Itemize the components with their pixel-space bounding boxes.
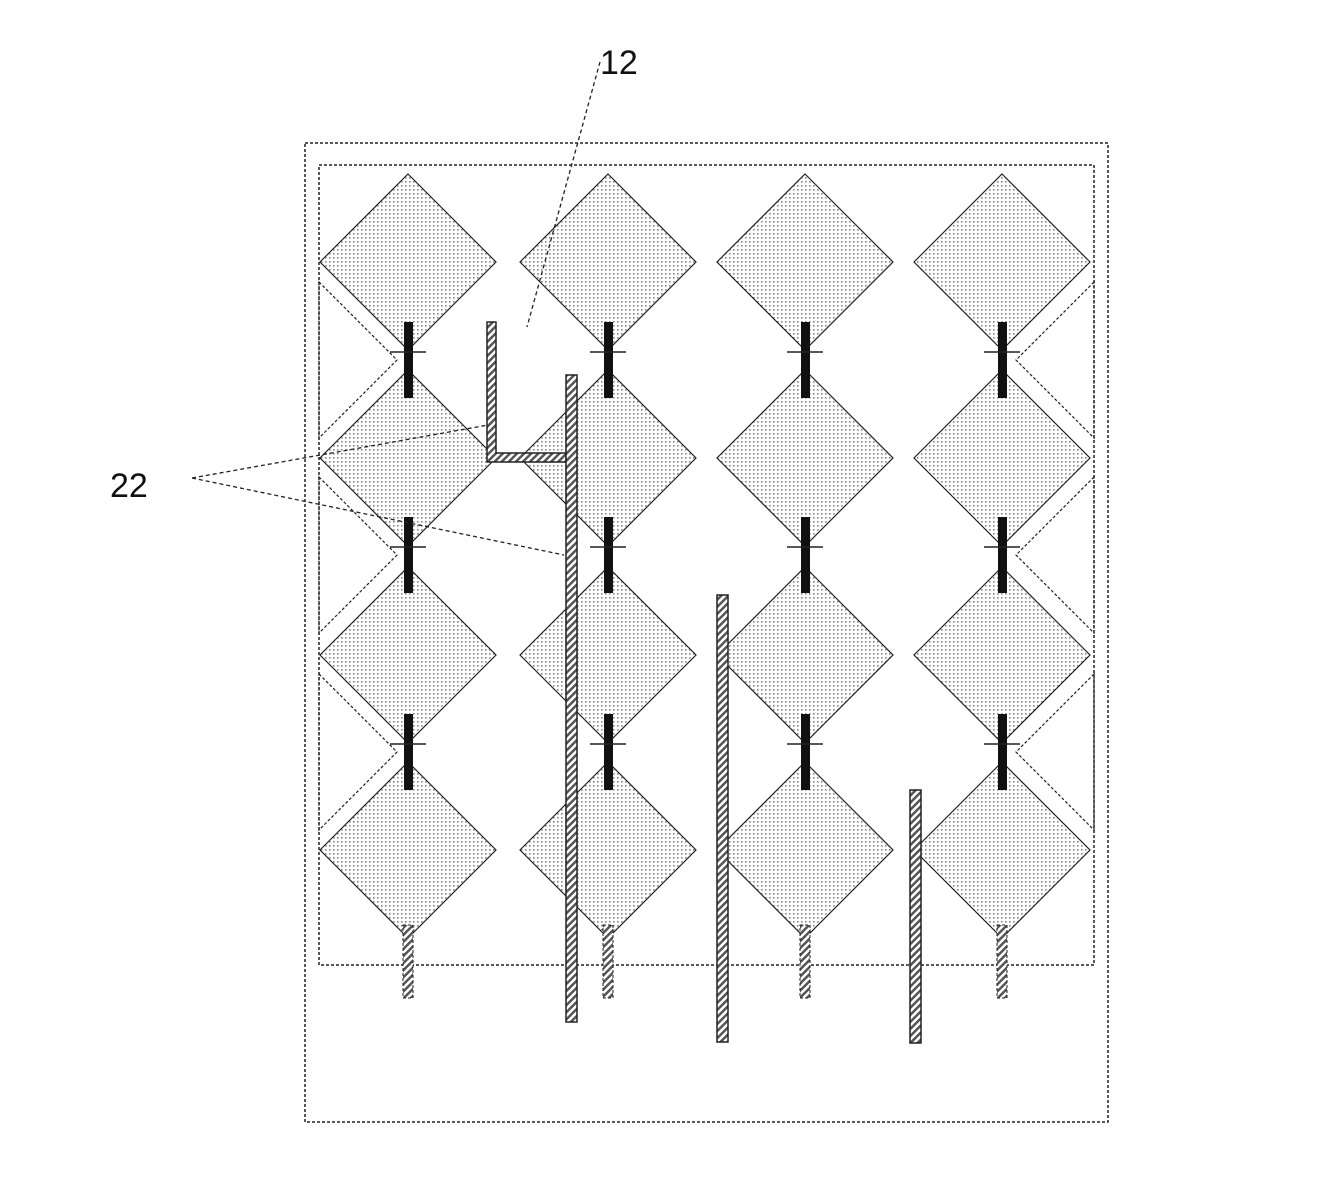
bridge-bar bbox=[404, 517, 413, 593]
bridge-bar bbox=[998, 714, 1007, 790]
bridge-bar bbox=[604, 322, 613, 398]
bridge-bar bbox=[801, 322, 810, 398]
wiring-line-3 bbox=[910, 790, 921, 1043]
bridge-bar bbox=[801, 714, 810, 790]
wiring-line-2 bbox=[717, 595, 728, 1042]
bridge-bar bbox=[404, 322, 413, 398]
electrode-diamonds bbox=[320, 174, 1090, 938]
bridge-bar bbox=[998, 517, 1007, 593]
bridge-bar bbox=[604, 714, 613, 790]
electrode-tail bbox=[403, 925, 413, 998]
bridge-bar bbox=[801, 517, 810, 593]
bridge-bar bbox=[404, 714, 413, 790]
bridges bbox=[390, 322, 1020, 790]
edge-half-diamonds bbox=[319, 282, 1094, 830]
bridge-bar bbox=[998, 322, 1007, 398]
electrode-tail bbox=[603, 925, 613, 998]
electrode-tail bbox=[997, 925, 1007, 998]
electrode-tail bbox=[800, 925, 810, 998]
wiring-line-1 bbox=[566, 375, 577, 1022]
bridge-bar bbox=[604, 517, 613, 593]
label-22: 22 bbox=[110, 467, 148, 505]
label-12: 12 bbox=[600, 44, 638, 82]
